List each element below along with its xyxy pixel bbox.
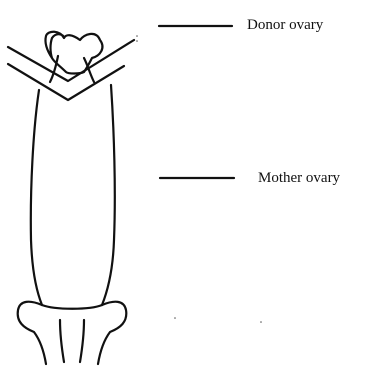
mother-ovary-outline xyxy=(31,85,115,305)
scan-speck xyxy=(260,321,262,323)
oviduct-right-inner xyxy=(80,320,84,362)
oviduct-left-inner xyxy=(60,320,64,362)
graft-junction-lower xyxy=(8,64,124,100)
donor-ovary-label: Donor ovary xyxy=(247,18,323,33)
scan-speck xyxy=(136,35,138,37)
scan-speck xyxy=(174,317,176,319)
oviduct-right xyxy=(98,302,126,364)
mother-ovary-base xyxy=(42,305,102,309)
oviduct-left xyxy=(18,302,46,364)
scan-speck xyxy=(136,40,138,42)
mother-ovary-label: Mother ovary xyxy=(258,171,340,186)
donor-ovary-outline xyxy=(45,32,102,74)
